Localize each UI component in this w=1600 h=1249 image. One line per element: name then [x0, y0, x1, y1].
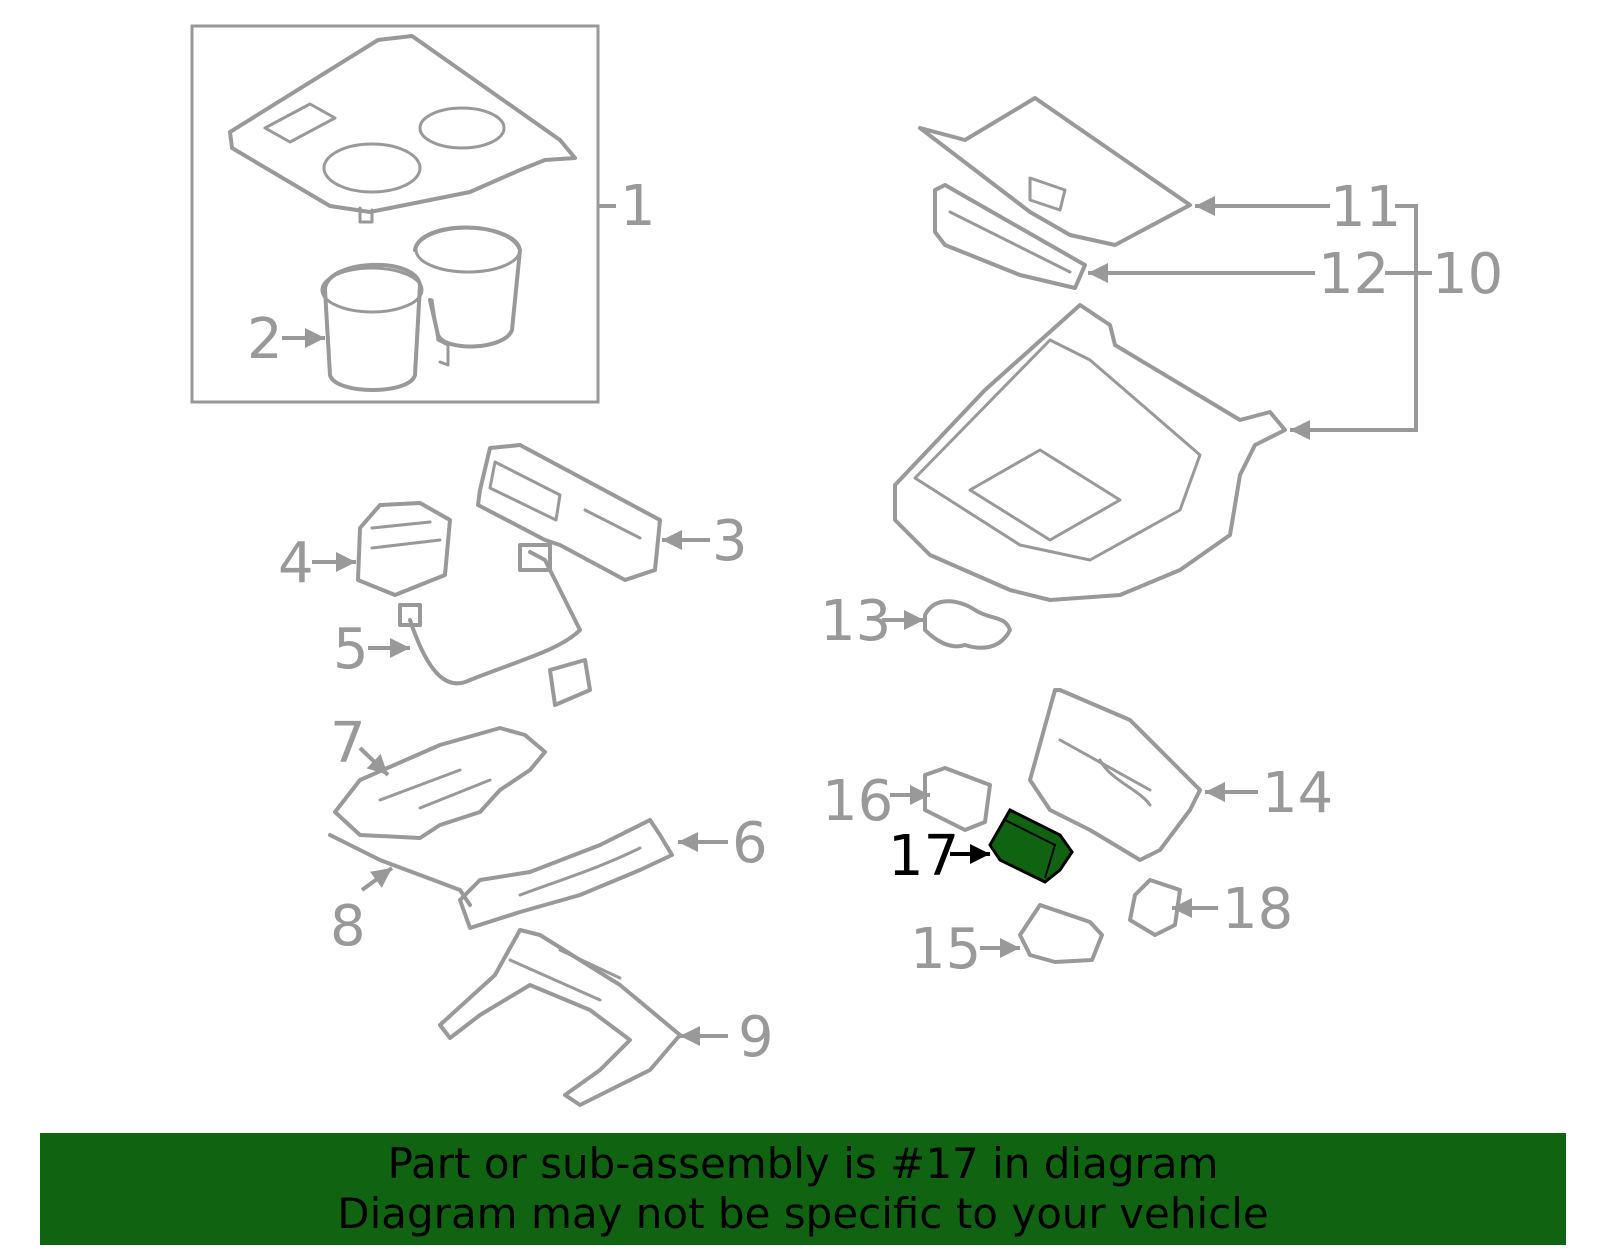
part-1-group	[190, 24, 600, 404]
part-16-switch	[923, 766, 992, 832]
part-2-cup-rim-left	[320, 266, 424, 314]
part-9-base-bracket	[438, 928, 682, 1107]
callout-4: 4	[278, 531, 314, 596]
part-1-box	[190, 24, 600, 404]
callout-10: 10	[1432, 242, 1503, 307]
part-17-detail	[1004, 819, 1057, 879]
part-7-bracket	[333, 726, 547, 840]
callout-7: 7	[330, 711, 366, 776]
part-5-harness	[408, 550, 582, 686]
info-banner: Part or sub-assembly is #17 in diagram D…	[40, 1133, 1566, 1245]
part-5-connector-top	[398, 603, 422, 627]
callout-16: 16	[822, 769, 893, 834]
callout-5: 5	[333, 617, 369, 682]
part-5-connector-mid	[518, 543, 552, 572]
part-14-detail	[1058, 738, 1152, 807]
part-10-console-box	[893, 303, 1287, 602]
leader-7	[358, 746, 390, 777]
part-11-detail	[1028, 176, 1067, 212]
part-3-switch-panel	[476, 443, 662, 582]
part-1-cup-opening-left	[322, 142, 422, 194]
part-1-cup-opening-right	[418, 106, 506, 150]
part-17-module	[988, 808, 1074, 884]
leader-8	[360, 866, 394, 892]
part-1-slot	[263, 102, 337, 144]
part-4-switch-module	[356, 501, 452, 597]
callout-15: 15	[910, 917, 981, 982]
part-18-switch	[1128, 878, 1182, 937]
callout-13: 13	[820, 589, 891, 654]
part-2-cup-holder-right	[413, 225, 522, 349]
callout-18: 18	[1222, 877, 1293, 942]
part-2-cup-rim-right	[414, 226, 522, 274]
part-13-harness	[923, 599, 1012, 650]
part-3-detail	[488, 460, 642, 540]
part-4-detail	[370, 520, 442, 550]
callout-17: 17	[888, 824, 959, 889]
part-12-detail	[948, 210, 1072, 274]
callout-3: 3	[712, 509, 748, 574]
part-1-tab	[358, 206, 374, 224]
part-11-lid	[918, 96, 1192, 247]
callout-14: 14	[1262, 761, 1333, 826]
leader-10-bracket	[1292, 204, 1418, 432]
part-14-control-panel	[1028, 688, 1202, 862]
callout-12: 12	[1318, 242, 1389, 307]
part-9-detail	[508, 948, 622, 1002]
callout-11: 11	[1330, 175, 1401, 240]
banner-line-disclaimer: Diagram may not be specific to your vehi…	[337, 1189, 1269, 1238]
part-2-cup-holder-left	[323, 262, 422, 392]
callout-6: 6	[732, 811, 768, 876]
part-8-frame	[328, 833, 472, 907]
part-6-lower-trim	[458, 818, 674, 930]
part-2-bracket	[430, 298, 450, 367]
part-12-latch	[933, 183, 1087, 290]
part-5-connector-bottom	[548, 658, 592, 707]
part-15-switch	[1018, 903, 1104, 964]
callout-1: 1	[620, 174, 656, 239]
part-1-trim-panel	[228, 34, 577, 214]
banner-line-part: Part or sub-assembly is #17 in diagram	[387, 1139, 1219, 1188]
part-7-detail	[378, 768, 492, 810]
part-6-detail	[518, 846, 642, 897]
part-10-inner-wall	[913, 338, 1202, 562]
callout-8: 8	[330, 894, 366, 959]
callout-9: 9	[738, 1005, 774, 1070]
callout-2: 2	[247, 307, 283, 372]
